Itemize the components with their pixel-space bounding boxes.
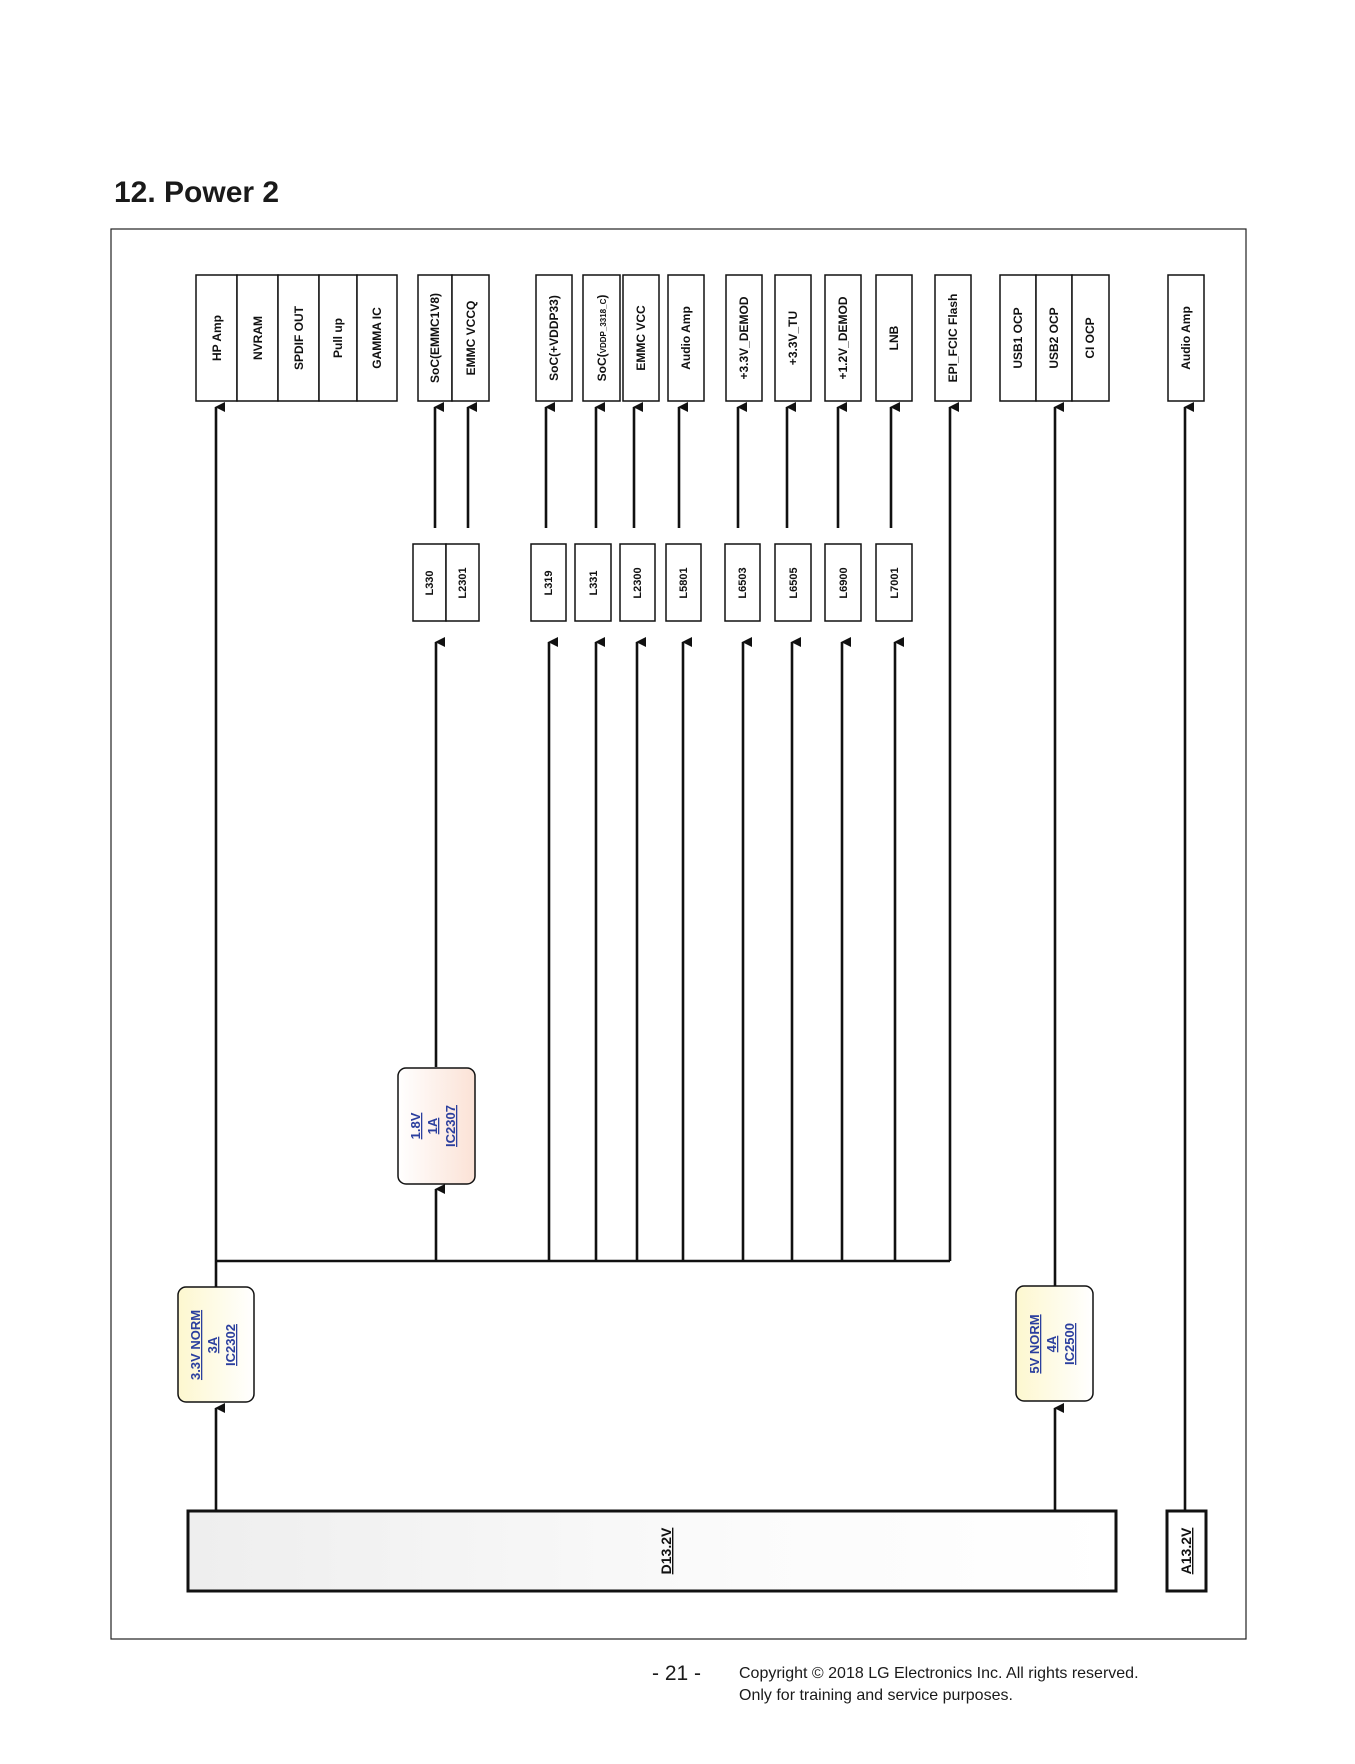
inductor-l6505 bbox=[774, 543, 812, 622]
label-usb1-ocp: USB1 OCP bbox=[1011, 307, 1025, 368]
inductor-l5801 bbox=[665, 543, 702, 622]
label-soc-emmc1v8: SoC(EMMC1V8) bbox=[428, 293, 442, 383]
load-box-usb2-ocp bbox=[1035, 274, 1073, 402]
load-box-demod-33 bbox=[725, 274, 763, 402]
load-group-ocp: USB1 OCP USB2 OCP CI OCP bbox=[999, 274, 1110, 402]
rail-a13v-label: A13.2V bbox=[1178, 1527, 1194, 1574]
label-soc-vddp-3318-prefix: SoC( bbox=[595, 353, 609, 381]
label-ci-ocp: CI OCP bbox=[1083, 317, 1097, 358]
load-box-emmc-vccq bbox=[451, 274, 490, 402]
ic2500-voltage: 5V NORM bbox=[1027, 1314, 1042, 1373]
load-box-soc-vddp-3318 bbox=[582, 274, 621, 402]
ic2302-part: IC2302 bbox=[223, 1324, 238, 1366]
load-group-emmc: SoC(EMMC1V8) EMMC VCCQ bbox=[417, 274, 490, 402]
ic2500-current: 4A bbox=[1044, 1335, 1059, 1352]
label-pull-up: Pull up bbox=[331, 318, 345, 358]
label-tu-33: +3.3V_TU bbox=[786, 311, 800, 365]
load-box-soc-vddp33 bbox=[535, 274, 573, 402]
page-title: 12. Power 2 bbox=[114, 176, 280, 209]
inductor-row: L330 L2301 L319 L331 L2300 L5801 L6503 L… bbox=[412, 543, 913, 622]
label-soc-vddp33: SoC(+VDDP33) bbox=[547, 295, 561, 381]
regulator-ic2302: 3.3V NORM 3A IC2302 bbox=[177, 1286, 255, 1403]
inductor-l2301 bbox=[445, 543, 480, 622]
label-l6503: L6503 bbox=[737, 567, 749, 598]
load-box-gamma-ic bbox=[356, 274, 398, 402]
load-box-lnb bbox=[875, 274, 913, 402]
inductor-l7001 bbox=[875, 543, 913, 622]
ic2500-part: IC2500 bbox=[1062, 1323, 1077, 1365]
load-box-emmc-vcc bbox=[622, 274, 660, 402]
regulator-ic2500: 5V NORM 4A IC2500 bbox=[1015, 1285, 1094, 1402]
label-epi-fcic-flash: EPI_FCIC Flash bbox=[946, 294, 960, 383]
label-soc-vddp-3318: SoC(VDDP_3318_C) bbox=[595, 295, 609, 382]
load-box-tu-33 bbox=[774, 274, 812, 402]
load-group-hp: HP Amp NVRAM SPDIF OUT Pull up GAMMA IC bbox=[195, 274, 398, 402]
ic2307-current: 1A bbox=[425, 1117, 440, 1134]
load-box-ci-ocp bbox=[1071, 274, 1110, 402]
ic2302-voltage: 3.3V NORM bbox=[188, 1310, 203, 1380]
label-l319: L319 bbox=[543, 570, 555, 595]
label-demod-12: +1.2V_DEMOD bbox=[836, 296, 850, 379]
load-box-epi-fcic-flash bbox=[934, 274, 972, 402]
ic2302-current: 3A bbox=[205, 1336, 220, 1353]
ic2307-voltage: 1.8V bbox=[408, 1112, 423, 1139]
copyright-line-1: Copyright © 2018 LG Electronics Inc. All… bbox=[739, 1665, 1139, 1682]
label-usb2-ocp: USB2 OCP bbox=[1047, 307, 1061, 368]
label-audio-amp-1: Audio Amp bbox=[679, 306, 693, 370]
load-box-nvram bbox=[236, 274, 279, 402]
label-nvram: NVRAM bbox=[251, 316, 265, 360]
label-soc-vddp-3318-sub: VDDP_3318_C bbox=[599, 298, 608, 353]
label-l7001: L7001 bbox=[889, 567, 901, 598]
label-demod-33: +3.3V_DEMOD bbox=[737, 296, 751, 379]
load-box-audio-amp-1 bbox=[667, 274, 705, 402]
inductor-l331 bbox=[574, 543, 612, 622]
load-box-soc-emmc1v8 bbox=[417, 274, 453, 402]
label-lnb: LNB bbox=[887, 325, 901, 350]
load-box-hp-amp bbox=[195, 274, 238, 402]
regulator-ic2307: 1.8V 1A IC2307 bbox=[397, 1067, 476, 1185]
load-box-demod-12 bbox=[824, 274, 862, 402]
label-spdif-out: SPDIF OUT bbox=[292, 305, 306, 370]
label-hp-amp: HP Amp bbox=[210, 315, 224, 361]
rail-d13v-box bbox=[186, 1509, 1118, 1593]
copyright-line-2: Only for training and service purposes. bbox=[739, 1687, 1013, 1704]
inductor-l2300 bbox=[619, 543, 656, 622]
label-emmc-vccq: EMMC VCCQ bbox=[464, 301, 478, 376]
inductor-l330 bbox=[412, 543, 447, 622]
copyright-notice: Copyright © 2018 LG Electronics Inc. All… bbox=[739, 1663, 1139, 1707]
load-box-usb1-ocp bbox=[999, 274, 1037, 402]
label-audio-amp-2: Audio Amp bbox=[1179, 306, 1193, 370]
label-l331: L331 bbox=[588, 570, 600, 595]
inductor-l319 bbox=[530, 543, 567, 622]
load-box-pull-up bbox=[318, 274, 358, 402]
label-gamma-ic: GAMMA IC bbox=[370, 307, 384, 369]
label-l2300: L2300 bbox=[632, 567, 644, 598]
label-emmc-vcc: EMMC VCC bbox=[634, 305, 648, 371]
page-number: - 21 - bbox=[652, 1662, 702, 1685]
label-l5801: L5801 bbox=[678, 567, 690, 598]
rail-a13v-box bbox=[1165, 1509, 1208, 1593]
load-box-audio-amp-2 bbox=[1167, 274, 1205, 402]
diagram-frame bbox=[110, 228, 1247, 1640]
label-l6505: L6505 bbox=[788, 567, 800, 598]
label-l6900: L6900 bbox=[838, 567, 850, 598]
inductor-l6900 bbox=[824, 543, 862, 622]
upper-connections bbox=[433, 402, 900, 528]
label-l330: L330 bbox=[424, 570, 436, 595]
inductor-l6503 bbox=[724, 543, 761, 622]
ic2307-part: IC2307 bbox=[443, 1105, 458, 1147]
label-soc-vddp-3318-suffix: ) bbox=[595, 295, 609, 299]
label-l2301: L2301 bbox=[457, 567, 469, 598]
rail-d13v-label: D13.2V bbox=[658, 1527, 674, 1574]
bus-connections bbox=[214, 402, 1194, 1511]
